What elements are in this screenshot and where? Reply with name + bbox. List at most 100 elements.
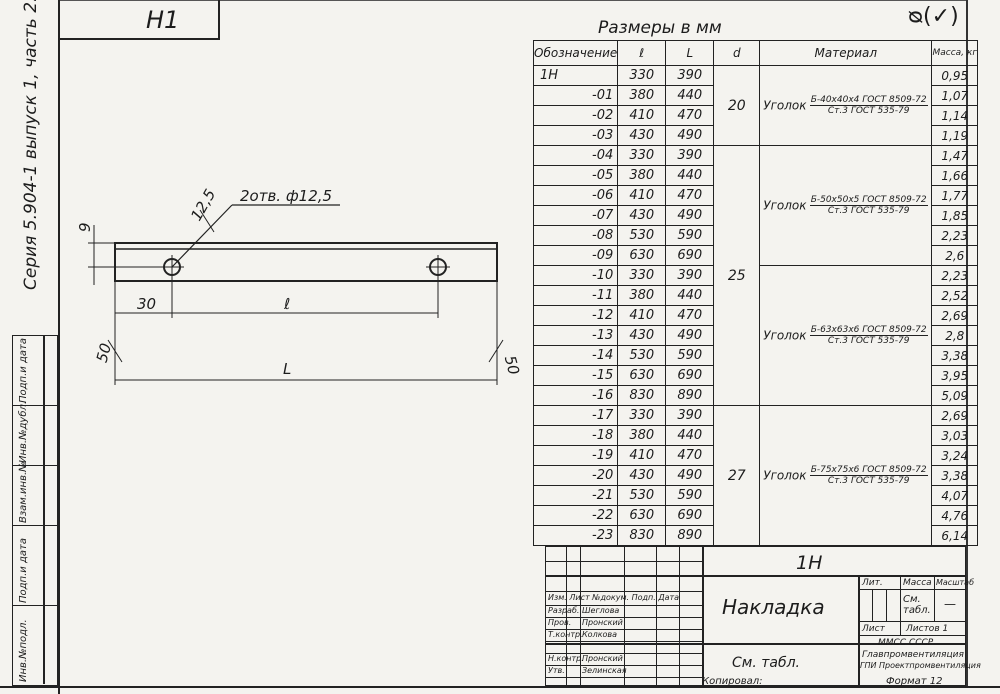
- cell-designation: -20: [532, 465, 619, 486]
- tb-mass-value: См. табл.: [903, 594, 931, 616]
- tb-role: Пров.: [548, 618, 572, 627]
- cell-designation: -21: [532, 485, 619, 506]
- material-label: Уголок: [763, 328, 807, 343]
- cell-mass: 1,47: [931, 145, 979, 166]
- marker-left: [107, 339, 123, 363]
- cell-mass: 3,03: [931, 425, 979, 446]
- cell-l: 530: [617, 485, 667, 506]
- cell-mass: 2,69: [931, 305, 979, 326]
- cell-mass: 4,76: [931, 505, 979, 526]
- cell-l: 830: [617, 525, 667, 546]
- cell-mass: 3,95: [931, 365, 979, 386]
- cell-l: 430: [617, 125, 667, 146]
- cell-l: 430: [617, 205, 667, 226]
- side-cell-5: Подп.и дата: [13, 336, 59, 406]
- tb-role-name: Колкова: [582, 630, 618, 639]
- cell-l: 410: [617, 305, 667, 326]
- cell-designation: -06: [532, 185, 619, 206]
- cell-L: 390: [665, 65, 715, 86]
- cell-L: 590: [665, 485, 715, 506]
- tb-lit: Лит.: [862, 578, 883, 588]
- cell-mass: 5,09: [931, 385, 979, 406]
- cell-mass: 2,8: [931, 325, 979, 346]
- tb-role-name: Пронский: [582, 618, 623, 627]
- cell-mass: 2,23: [931, 225, 979, 246]
- side-strip-divider: [43, 336, 45, 684]
- roughness-mark: ᴓ(✓): [908, 4, 959, 29]
- cell-l: 380: [617, 85, 667, 106]
- cell-designation: -17: [532, 405, 619, 426]
- header-d: d: [713, 40, 761, 66]
- cell-d: 20: [713, 65, 761, 146]
- cell-l: 410: [617, 105, 667, 126]
- tb-scale-value: —: [944, 597, 956, 611]
- cell-L: 390: [665, 265, 715, 286]
- cell-L: 490: [665, 465, 715, 486]
- cell-mass: 2,23: [931, 265, 979, 286]
- dim-50-right: 50: [501, 354, 523, 377]
- cell-l: 380: [617, 285, 667, 306]
- dim-9: 9: [76, 222, 94, 232]
- tb-role-name: Зелинская: [582, 666, 627, 675]
- material-profile: Б-63х63х6 ГОСТ 8509-72: [809, 325, 928, 336]
- material-label: Уголок: [763, 98, 807, 113]
- tb-material: См. табл.: [732, 655, 801, 671]
- cell-L: 890: [665, 385, 715, 406]
- tb-sheets-label: Листов 1: [906, 624, 949, 634]
- cell-l: 530: [617, 345, 667, 366]
- cell-mass: 3,24: [931, 445, 979, 466]
- tb-format: Формат 12: [886, 676, 943, 687]
- cell-designation: -09: [532, 245, 619, 266]
- cell-L: 470: [665, 105, 715, 126]
- cell-d: 27: [713, 405, 761, 546]
- sizes-title: Размеры в мм: [598, 18, 722, 38]
- marker-right: [488, 339, 504, 363]
- tb-sheet-label: Лист: [862, 624, 885, 634]
- cell-l: 630: [617, 245, 667, 266]
- tb-role-name: Пронский: [582, 654, 623, 663]
- cell-designation: -02: [532, 105, 619, 126]
- cell-L: 440: [665, 85, 715, 106]
- tb-copied: Копировал:: [702, 676, 763, 687]
- cell-designation: -05: [532, 165, 619, 186]
- cell-L: 490: [665, 125, 715, 146]
- header-l: ℓ: [617, 40, 667, 66]
- cell-designation: -07: [532, 205, 619, 226]
- cell-mass: 0,95: [931, 65, 979, 86]
- code-box: H1: [58, 0, 220, 40]
- header-mass: Масса, кг: [931, 40, 979, 66]
- cell-designation: -16: [532, 385, 619, 406]
- tb-role-name: Шеглова: [582, 606, 620, 615]
- cell-designation: -13: [532, 325, 619, 346]
- cell-L: 590: [665, 225, 715, 246]
- tb-org-2: Главпромвентиляция: [862, 650, 964, 660]
- cell-designation: -19: [532, 445, 619, 466]
- cell-designation: -15: [532, 365, 619, 386]
- cell-mass: 2,52: [931, 285, 979, 306]
- cell-mass: 1,66: [931, 165, 979, 186]
- cell-mass: 3,38: [931, 465, 979, 486]
- side-cell-2: Подп.и дата: [13, 526, 59, 606]
- cell-mass: 1,85: [931, 205, 979, 226]
- cell-L: 390: [665, 405, 715, 426]
- dim-L: L: [283, 360, 291, 378]
- material-profile: Б-75х75х6 ГОСТ 8509-72: [809, 465, 928, 476]
- cell-designation: -18: [532, 425, 619, 446]
- cell-mass: 3,38: [931, 345, 979, 366]
- material-label: Уголок: [763, 468, 807, 483]
- cell-designation: -11: [532, 285, 619, 306]
- cell-designation: -01: [532, 85, 619, 106]
- cell-L: 890: [665, 525, 715, 546]
- cell-mass: 1,14: [931, 105, 979, 126]
- side-cell-4: Инв.№дубл.: [13, 401, 59, 466]
